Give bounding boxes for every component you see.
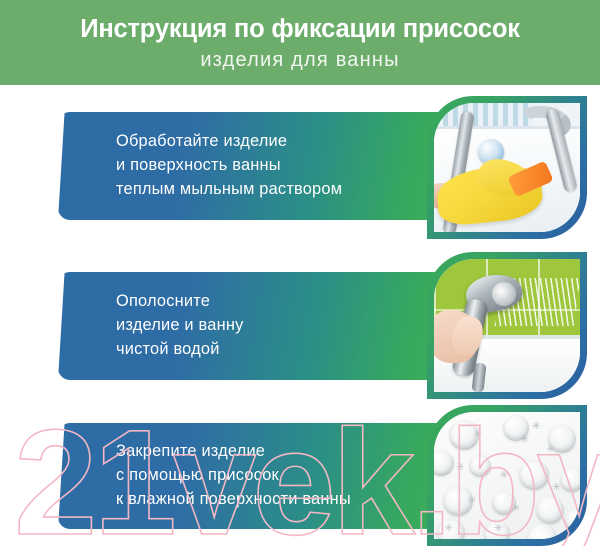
step-text-bar-1: Обработайте изделие и поверхность ванны …	[58, 112, 470, 220]
mat-texture-mark: ✳	[455, 461, 465, 474]
step-row-1: Обработайте изделие и поверхность ванны …	[0, 96, 600, 241]
step-text-1: Обработайте изделие и поверхность ванны …	[116, 132, 343, 198]
page-title: Инструкция по фиксации присосок	[80, 14, 520, 43]
suction-cup	[527, 523, 558, 539]
photo-bath-mat-suction-cups: ✳✳✳✳✳✳✳✳✳✳✳	[434, 412, 580, 539]
suction-cup	[469, 455, 492, 478]
suction-cup	[483, 521, 510, 539]
suction-cup	[559, 467, 580, 492]
step-row-3: Закрепите изделие с помощью присосок к в…	[0, 405, 600, 546]
mat-texture-mark: ✳	[493, 522, 503, 535]
step-text-bar-2: Ополосните изделие и ванну чистой водой	[58, 272, 470, 380]
suction-cup	[536, 495, 565, 524]
suction-cup	[448, 419, 479, 450]
mat-texture-mark: ✳	[473, 428, 483, 441]
leaf-photo-3: ✳✳✳✳✳✳✳✳✳✳✳	[434, 412, 580, 539]
suction-cup	[518, 460, 549, 491]
leaf-photo-1	[434, 103, 580, 232]
suction-cup	[492, 490, 517, 515]
step-row-2: Ополосните изделие и ванну чистой водой	[0, 252, 600, 400]
step-text-bar-3: Закрепите изделие с помощью присосок к в…	[58, 423, 470, 529]
step-image-frame-3: ✳✳✳✳✳✳✳✳✳✳✳	[427, 405, 587, 546]
step-image-frame-1	[427, 96, 587, 239]
mat-texture-mark: ✳	[499, 469, 509, 481]
suction-cup	[547, 424, 576, 453]
suction-cup	[442, 485, 473, 516]
page-subtitle: изделия для ванны	[200, 49, 400, 72]
suction-cup	[565, 508, 580, 531]
mat-texture-mark: ✳	[519, 433, 530, 446]
mat-texture-mark: ✳	[443, 522, 454, 535]
suction-cup	[436, 518, 465, 539]
suction-cup	[434, 450, 455, 477]
suction-cup	[502, 414, 529, 441]
mat-texture-mark: ✳	[546, 443, 556, 456]
mat-texture-mark: ✳	[467, 494, 477, 507]
header-banner: Инструкция по фиксации присосок изделия …	[0, 0, 600, 85]
photo-gloved-hand-cleaning-bathtub	[434, 103, 580, 232]
photo-shower-head-rinsing	[434, 259, 580, 392]
mat-texture-mark: ✳	[531, 420, 541, 433]
leaf-photo-2	[434, 259, 580, 392]
step-text-2: Ополосните изделие и ванну чистой водой	[116, 292, 244, 358]
mat-texture-mark: ✳	[511, 502, 521, 515]
step-text-3: Закрепите изделие с помощью присосок к в…	[116, 442, 351, 508]
mat-texture-mark: ✳	[552, 481, 562, 494]
step-image-frame-2	[427, 252, 587, 399]
